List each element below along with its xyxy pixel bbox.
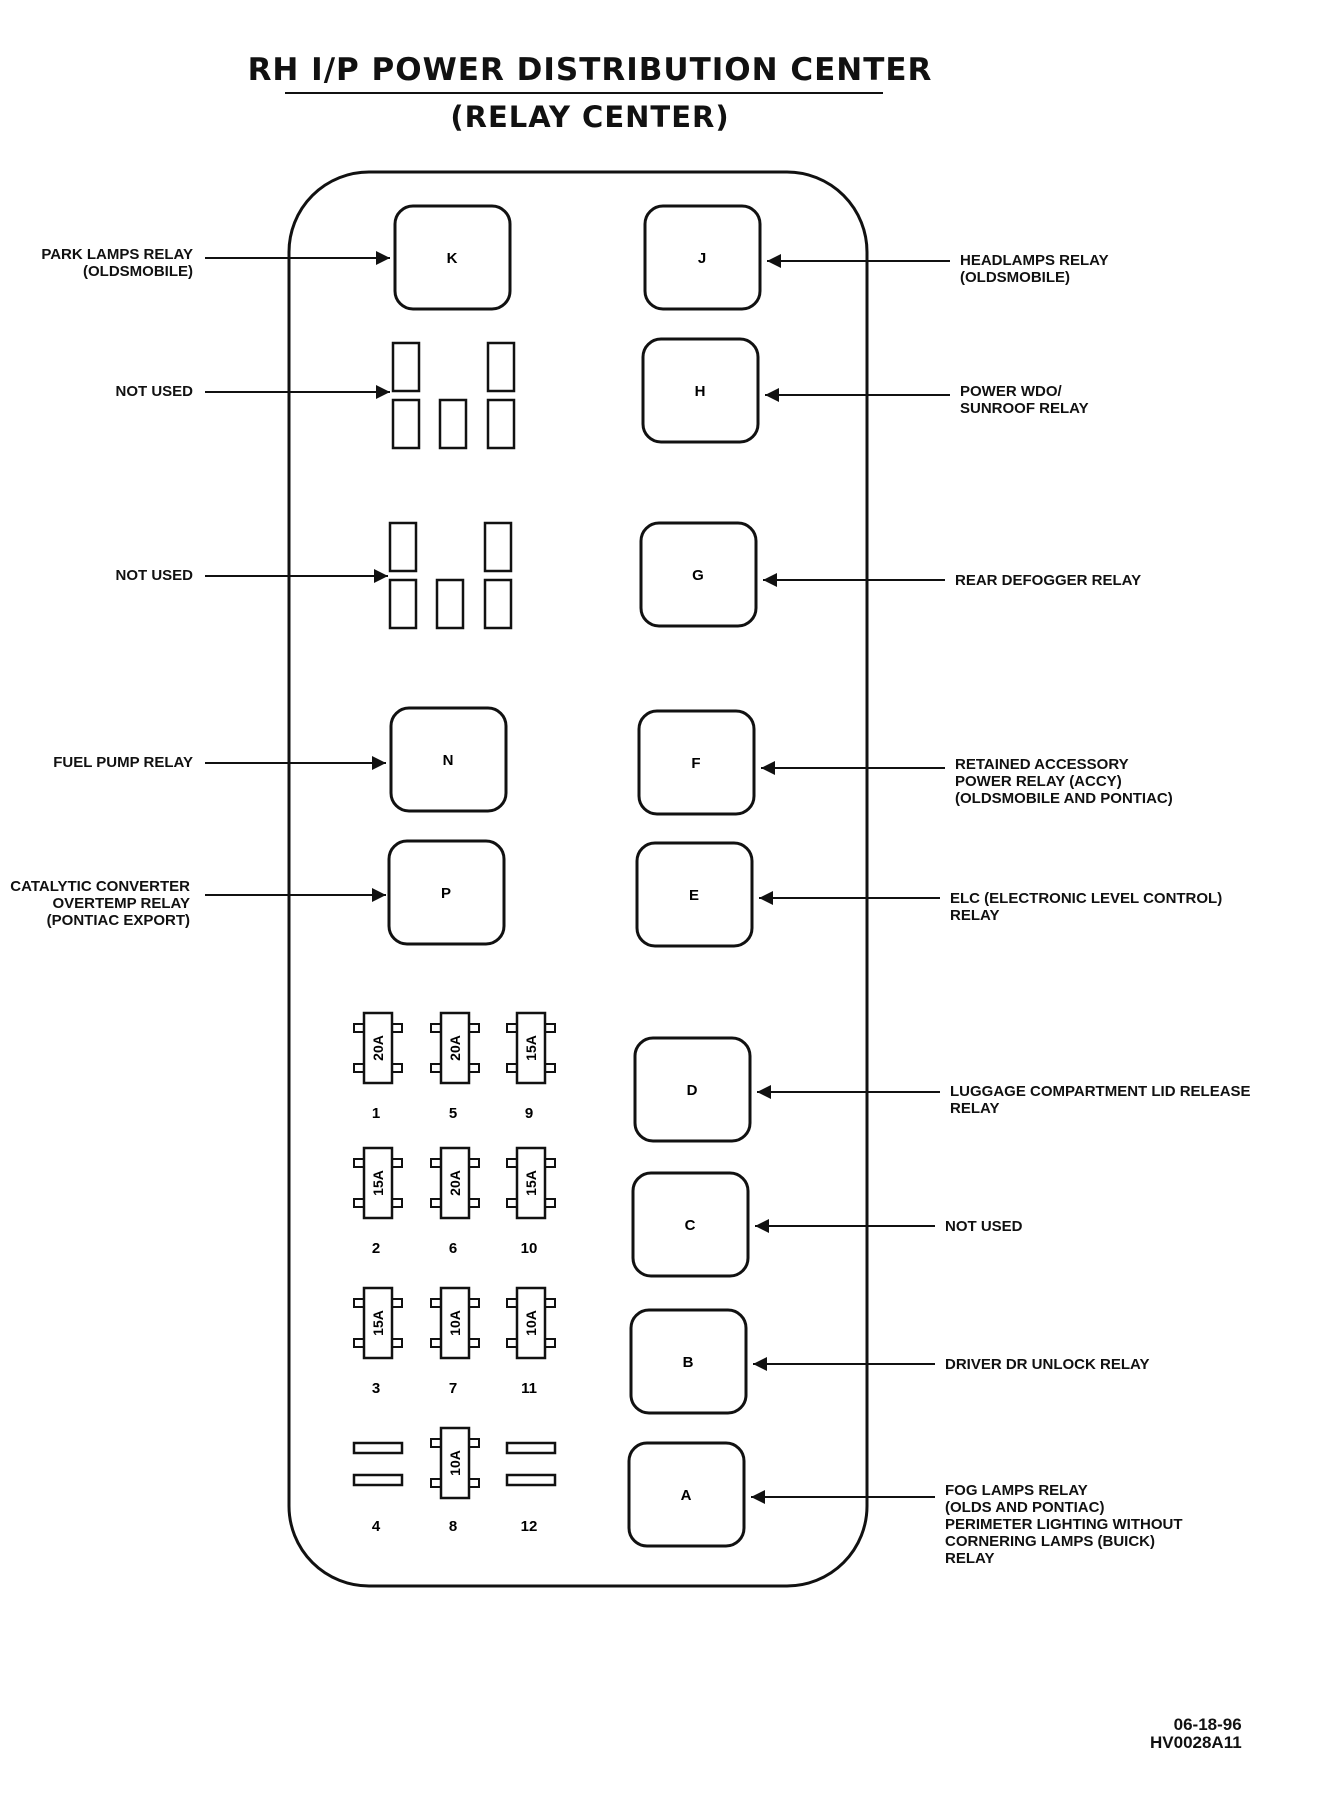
fuse-number: 4 — [372, 1518, 381, 1535]
relay-layer: K J H G N F P E D C B A — [387, 204, 762, 1548]
relay-b: B — [629, 1308, 748, 1415]
fuse-rating: 20A — [447, 1170, 463, 1196]
relay-label: D — [687, 1082, 698, 1099]
relay-k: K — [393, 204, 512, 311]
fuse-2: 15A 2 — [353, 1146, 403, 1257]
label-park-lamps-relay: PARK LAMPS RELAY (OLDSMOBILE) — [41, 246, 193, 280]
label-rear-defogger-relay: REAR DEFOGGER RELAY — [955, 572, 1142, 589]
fuse-number: 2 — [372, 1240, 380, 1257]
relay-e: E — [635, 841, 754, 948]
fuse-rating: 15A — [523, 1035, 539, 1061]
fuse-rating: 20A — [447, 1035, 463, 1061]
fuse-10: 15A 10 — [506, 1146, 556, 1257]
relay-label: A — [681, 1487, 692, 1504]
relay-label: J — [698, 250, 706, 267]
fuse-4: 4 — [352, 1441, 404, 1535]
relay-c: C — [631, 1171, 750, 1278]
fuse-number: 1 — [372, 1105, 380, 1122]
fuse-number: 9 — [525, 1105, 533, 1122]
label-fuel-pump-relay: FUEL PUMP RELAY — [53, 754, 193, 771]
relay-label: P — [441, 885, 451, 902]
fuse-number: 11 — [521, 1380, 537, 1397]
label-headlamps-relay: HEADLAMPS RELAY (OLDSMOBILE) — [960, 252, 1109, 286]
relay-label: H — [695, 383, 706, 400]
fuse-number: 3 — [372, 1380, 380, 1397]
label-not-used-c: NOT USED — [945, 1218, 1023, 1235]
label-driver-door-unlock-relay: DRIVER DR UNLOCK RELAY — [945, 1356, 1150, 1373]
relay-label: C — [685, 1217, 696, 1234]
fuse-12: 12 — [505, 1441, 557, 1535]
relay-f: F — [637, 709, 756, 816]
diagram-title: RH I/P POWER DISTRIBUTION CENTER — [247, 52, 933, 88]
relay-d: D — [633, 1036, 752, 1143]
relay-j: J — [643, 204, 762, 311]
fuse-1: 20A 1 — [353, 1011, 403, 1122]
drawing-code: 06-18-96 HV0028A11 — [1150, 1716, 1242, 1752]
fuse-number: 6 — [449, 1240, 457, 1257]
fuse-number: 12 — [521, 1518, 538, 1535]
title-underline — [285, 92, 883, 94]
relay-label: E — [689, 887, 699, 904]
not-used-socket-2 — [388, 521, 513, 630]
relay-label: F — [691, 755, 700, 772]
fuse-9: 15A 9 — [506, 1011, 556, 1122]
label-elc-relay: ELC (ELECTRONIC LEVEL CONTROL) RELAY — [950, 890, 1223, 924]
fuse-11: 10A 11 — [506, 1286, 556, 1397]
label-not-used-1: NOT USED — [115, 383, 193, 400]
fuse-5: 20A 5 — [430, 1011, 480, 1122]
relay-label: N — [443, 752, 454, 769]
relay-g: G — [639, 521, 758, 628]
label-luggage-lid-release-relay: LUGGAGE COMPARTMENT LID RELEASE RELAY — [950, 1083, 1251, 1117]
fuse-7: 10A 7 — [430, 1286, 480, 1397]
fuse-rating: 15A — [370, 1310, 386, 1336]
label-catalytic-converter-relay: CATALYTIC CONVERTER OVERTEMP RELAY (PONT… — [10, 878, 190, 929]
fuse-3: 15A 3 — [353, 1286, 403, 1397]
housing-outline — [287, 170, 869, 1588]
fuse-number: 7 — [449, 1380, 457, 1397]
label-not-used-2: NOT USED — [115, 567, 193, 584]
fuse-number: 5 — [449, 1105, 457, 1122]
relay-n: N — [389, 706, 508, 813]
relay-label: K — [447, 250, 458, 267]
label-fog-lamps-relay: FOG LAMPS RELAY (OLDS AND PONTIAC) PERIM… — [945, 1482, 1183, 1567]
relay-h: H — [641, 337, 760, 444]
fuse-rating: 20A — [370, 1035, 386, 1061]
not-used-socket-1 — [391, 341, 516, 450]
fuse-rating: 15A — [523, 1170, 539, 1196]
relay-label: G — [692, 567, 704, 584]
fuse-number: 10 — [521, 1240, 538, 1257]
fuse-8: 10A 8 — [430, 1426, 480, 1535]
fuse-rating: 10A — [447, 1310, 463, 1336]
fuse-layer: 20A 1 20A 5 15A 9 15A 2 20A 6 15A 10 15A 3 10A 7 10A 11 4 1… — [352, 1011, 557, 1535]
relay-a: A — [627, 1441, 746, 1548]
fuse-rating: 10A — [523, 1310, 539, 1336]
fuse-rating: 15A — [370, 1170, 386, 1196]
fuse-6: 20A 6 — [430, 1146, 480, 1257]
label-retained-accessory-relay: RETAINED ACCESSORY POWER RELAY (ACCY) (O… — [955, 756, 1173, 807]
diagram-subtitle: (RELAY CENTER) — [450, 100, 730, 134]
fuse-rating: 10A — [447, 1450, 463, 1476]
relay-p: P — [387, 839, 506, 946]
drawing-id: HV0028A11 — [1150, 1733, 1242, 1752]
label-power-wdo-sunroof-relay: POWER WDO/ SUNROOF RELAY — [960, 383, 1089, 417]
relay-label: B — [683, 1354, 694, 1371]
drawing-date: 06-18-96 — [1173, 1715, 1242, 1734]
fuse-number: 8 — [449, 1518, 457, 1535]
